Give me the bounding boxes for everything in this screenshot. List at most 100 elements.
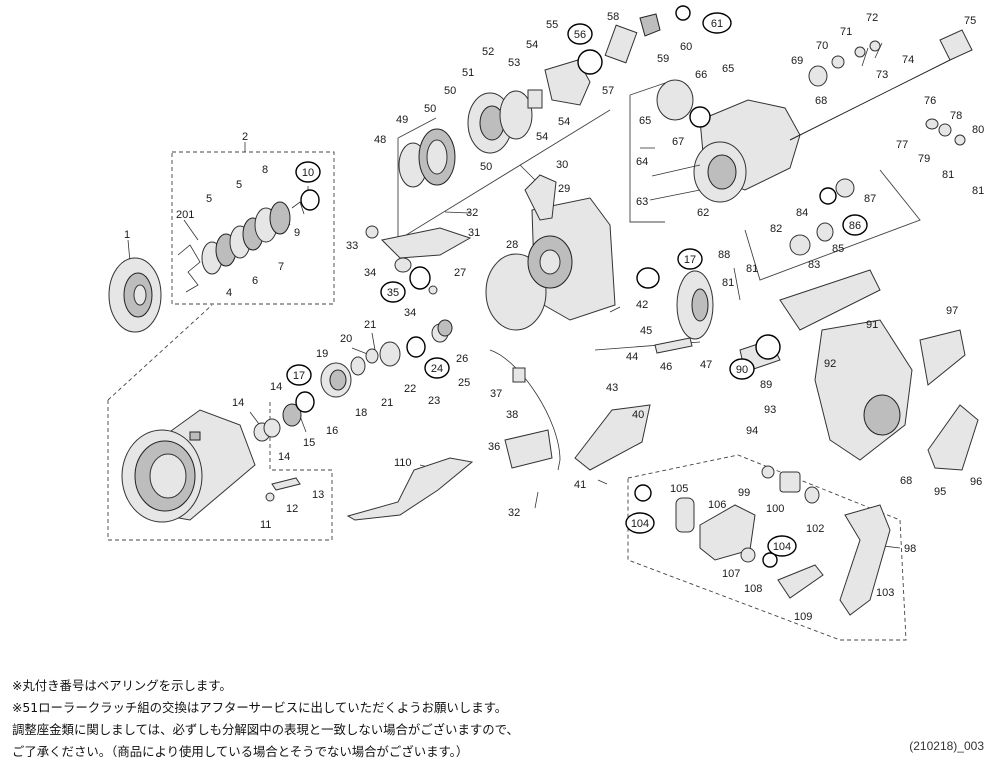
- label-40: 40: [632, 409, 644, 421]
- label-19: 19: [316, 348, 328, 360]
- label-32a: 32: [466, 207, 478, 219]
- label-14b: 14: [270, 381, 282, 393]
- label-28: 28: [506, 239, 518, 251]
- label-21b: 21: [381, 397, 393, 409]
- label-27: 27: [454, 267, 466, 279]
- label-87: 87: [864, 193, 876, 205]
- label-107: 107: [722, 568, 740, 580]
- label-89: 89: [760, 379, 772, 391]
- bearing-label-35: 35: [387, 287, 399, 299]
- bearing-label-104-left: 104: [631, 518, 649, 530]
- label-72: 72: [866, 12, 878, 24]
- label-5a: 5: [206, 193, 212, 205]
- label-67: 67: [672, 136, 684, 148]
- label-74: 74: [902, 54, 914, 66]
- label-16: 16: [326, 425, 338, 437]
- label-54b: 54: [536, 131, 548, 143]
- label-75: 75: [964, 15, 976, 27]
- label-41: 41: [574, 479, 586, 491]
- gear-group-outline: [629, 81, 669, 223]
- label-31: 31: [468, 227, 480, 239]
- handle-group-outline: [627, 454, 907, 641]
- label-45: 45: [640, 325, 652, 337]
- label-4: 4: [226, 287, 232, 299]
- label-2: 2: [242, 131, 248, 143]
- label-97: 97: [946, 305, 958, 317]
- bearing-label-90: 90: [736, 364, 748, 376]
- label-93: 93: [764, 404, 776, 416]
- label-9: 9: [294, 227, 300, 239]
- label-82: 82: [770, 223, 782, 235]
- label-73: 73: [876, 69, 888, 81]
- label-77: 77: [896, 139, 908, 151]
- label-34a: 34: [364, 267, 376, 279]
- label-47: 47: [700, 359, 712, 371]
- bearing-label-86: 86: [849, 220, 861, 232]
- reel-body: [485, 174, 616, 331]
- exploded-parts-diagram: 10 17 24 35 56 61 86 17 90 104 104 1 2 2…: [107, 5, 984, 641]
- label-65a: 65: [722, 63, 734, 75]
- label-99: 99: [738, 487, 750, 499]
- label-42: 42: [636, 299, 648, 311]
- bearing-label-17-left: 17: [293, 370, 305, 382]
- label-50a: 50: [424, 103, 436, 115]
- label-60: 60: [680, 41, 692, 53]
- label-54a: 54: [526, 39, 538, 51]
- label-102: 102: [806, 523, 824, 535]
- label-44: 44: [626, 351, 638, 363]
- label-69: 69: [791, 55, 803, 67]
- label-18: 18: [355, 407, 367, 419]
- label-88: 88: [718, 249, 730, 261]
- label-76: 76: [924, 95, 936, 107]
- label-62: 62: [697, 207, 709, 219]
- label-43: 43: [606, 382, 618, 394]
- label-70: 70: [816, 40, 828, 52]
- label-13: 13: [312, 489, 324, 501]
- label-81b: 81: [972, 185, 984, 197]
- label-46: 46: [660, 361, 672, 373]
- note-roller-clutch: ※51ローラークラッチ組の交換はアフターサービスに出していただくようお願いします…: [12, 700, 508, 715]
- label-14c: 14: [278, 451, 290, 463]
- label-105: 105: [670, 483, 688, 495]
- bail-arm: [365, 225, 561, 471]
- label-26: 26: [456, 353, 468, 365]
- label-68a: 68: [815, 95, 827, 107]
- label-50c: 50: [480, 161, 492, 173]
- label-57: 57: [602, 85, 614, 97]
- label-29: 29: [558, 183, 570, 195]
- label-5b: 5: [236, 179, 242, 191]
- label-33: 33: [346, 240, 358, 252]
- label-92: 92: [824, 358, 836, 370]
- diagram-code: (210218)_003: [909, 739, 984, 753]
- bearing-label-10: 10: [302, 167, 314, 179]
- label-71: 71: [840, 26, 852, 38]
- handle-side-housing: [779, 269, 979, 471]
- label-32b: 32: [508, 507, 520, 519]
- bearing-label-24: 24: [431, 363, 443, 375]
- label-6: 6: [252, 275, 258, 287]
- label-59: 59: [657, 53, 669, 65]
- label-110: 110: [394, 457, 412, 469]
- label-38: 38: [506, 409, 518, 421]
- label-54c: 54: [558, 116, 570, 128]
- label-78: 78: [950, 110, 962, 122]
- label-80: 80: [972, 124, 984, 136]
- label-50b: 50: [444, 85, 456, 97]
- label-201: 201: [176, 209, 194, 221]
- label-63: 63: [636, 196, 648, 208]
- label-37: 37: [490, 388, 502, 400]
- label-34b: 34: [404, 307, 416, 319]
- note-bearing-legend: ※丸付き番号はベアリングを示します。: [12, 678, 232, 693]
- note-washer-disclaimer: 調整座金類に関しましては、必ずしも分解図中の表現と一致しない場合がございますので…: [12, 722, 519, 737]
- label-36: 36: [488, 441, 500, 453]
- bearing-markers: [286, 12, 868, 557]
- label-81a: 81: [942, 169, 954, 181]
- label-100: 100: [766, 503, 784, 515]
- label-25: 25: [458, 377, 470, 389]
- label-106: 106: [708, 499, 726, 511]
- label-22: 22: [404, 383, 416, 395]
- pinion-group-outline: [744, 169, 921, 281]
- label-103: 103: [876, 587, 894, 599]
- label-96: 96: [970, 476, 982, 488]
- gear-housing: [649, 79, 801, 203]
